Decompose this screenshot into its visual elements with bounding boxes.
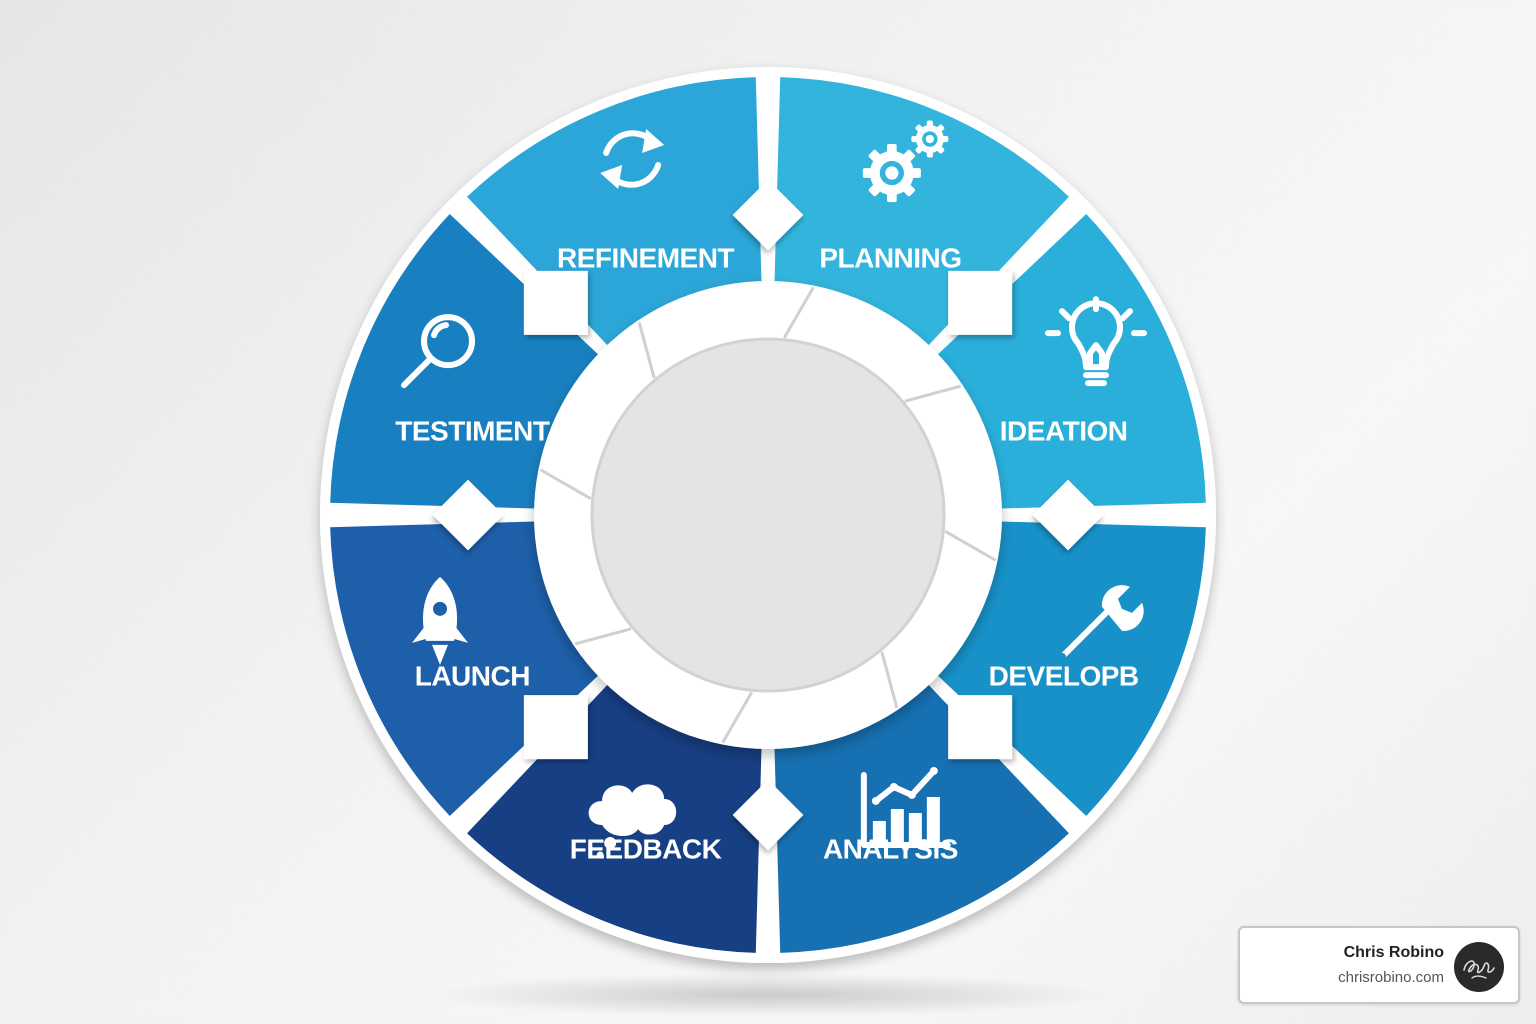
- ring-notch: [944, 529, 997, 562]
- segment-label-launch: LAUNCH: [415, 660, 530, 691]
- thought-bubble-icon: [588, 784, 677, 859]
- icons-layer: [401, 120, 1147, 859]
- connector-square: [948, 695, 1013, 760]
- connector-diamond: [732, 779, 804, 851]
- ring-notch: [880, 651, 899, 709]
- lightbulb-icon: [1044, 296, 1147, 387]
- segment-label-feedback: FEEDBACK: [570, 834, 722, 865]
- ring-notch: [539, 468, 592, 501]
- ring-notch: [904, 384, 962, 403]
- segment-label-ideation: IDEATION: [1000, 416, 1128, 447]
- attribution-card[interactable]: Chris Robino chrisrobino.com: [1238, 926, 1520, 1004]
- magnifier-icon: [401, 314, 476, 389]
- connector-diamond: [432, 479, 504, 551]
- segment-refinement[interactable]: [467, 77, 762, 348]
- ring-notch: [721, 691, 754, 744]
- ring-notch: [637, 321, 656, 379]
- segment-ideation[interactable]: [935, 214, 1206, 509]
- inner-ring-arrows: [539, 286, 997, 744]
- segment-label-developb: DEVELOPB: [989, 660, 1139, 691]
- ring-notch: [574, 627, 632, 646]
- segment-label-refinement: REFINEMENT: [557, 242, 734, 273]
- refresh-icon: [600, 129, 665, 190]
- author-website[interactable]: chrisrobino.com: [1338, 969, 1444, 986]
- connector-square: [948, 270, 1013, 335]
- bar-chart-icon: [860, 766, 951, 848]
- inner-ring: [534, 281, 1002, 749]
- rocket-icon: [412, 576, 469, 665]
- segment-label-planning: PLANNING: [819, 242, 961, 273]
- ring-notch: [782, 286, 815, 339]
- signature-avatar-icon: [1454, 942, 1504, 992]
- segment-label-testiment: TESTIMENT: [395, 416, 550, 447]
- connectors-layer: [432, 179, 1104, 851]
- connector-square: [523, 695, 588, 760]
- labels-layer: PLANNING IDEATION DEVELOPB ANALYSIS FEEDBACK…: [395, 242, 1139, 865]
- connector-diamond: [1032, 479, 1104, 551]
- gears-icon: [862, 120, 949, 203]
- segment-label-analysis: ANALYSIS: [823, 834, 958, 865]
- connector-square: [523, 270, 588, 335]
- segment-launch[interactable]: [330, 521, 601, 816]
- segment-developb[interactable]: [935, 521, 1206, 816]
- segment-planning[interactable]: [774, 77, 1069, 348]
- author-name: Chris Robino: [1343, 944, 1444, 961]
- connector-diamond: [732, 179, 804, 251]
- wrench-icon: [1057, 585, 1144, 661]
- floor-shadow: [428, 973, 1108, 1017]
